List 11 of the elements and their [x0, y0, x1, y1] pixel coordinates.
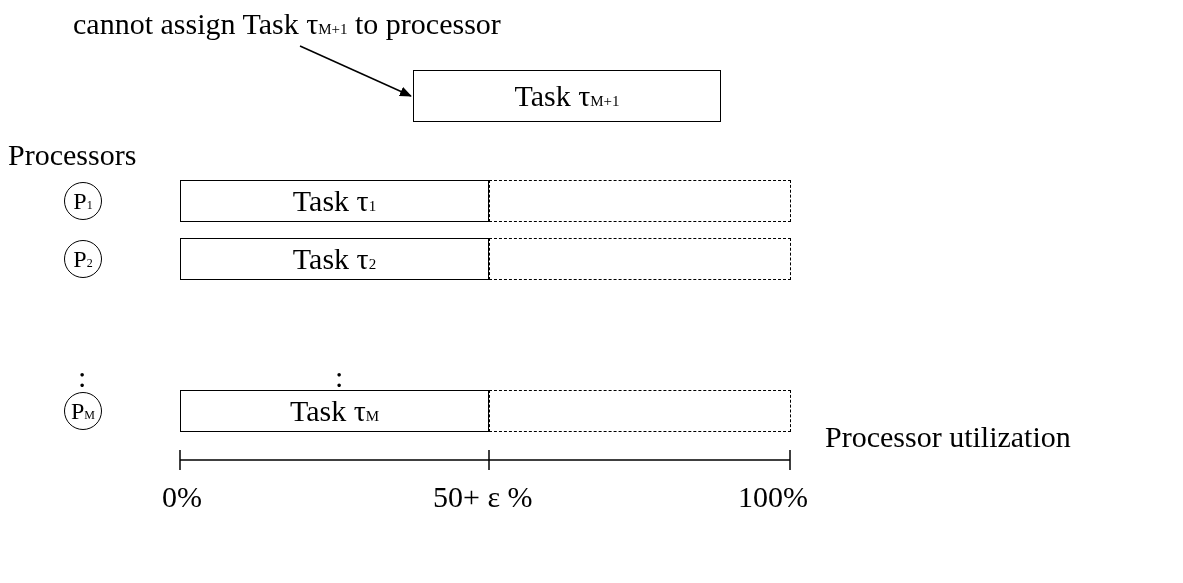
ellipsis-mark: : — [335, 362, 344, 392]
tick-label: 50+ ε % — [433, 482, 533, 512]
dashed-box — [489, 238, 791, 280]
tick-label: 0% — [162, 482, 202, 512]
ellipsis-mark: : — [78, 362, 87, 392]
axis-title: Processors — [8, 140, 137, 170]
arrow — [299, 45, 412, 97]
axis-title: Processor utilization — [825, 422, 1071, 452]
tick-label: 100% — [738, 482, 808, 512]
dashed-box — [489, 180, 791, 222]
dashed-box — [489, 390, 791, 432]
